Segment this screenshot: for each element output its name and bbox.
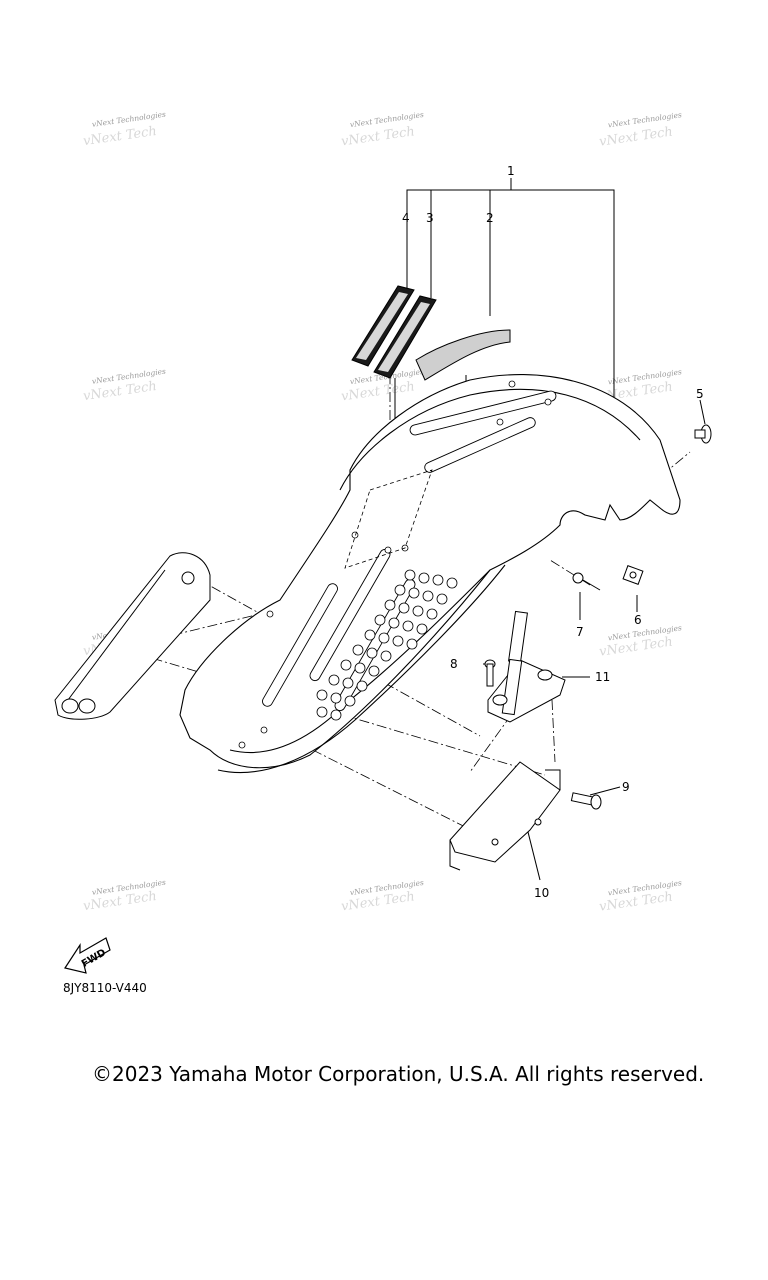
label-position-outline: [344, 469, 433, 569]
callout-9: 9: [622, 780, 630, 794]
callout-6: 6: [634, 613, 642, 627]
bracket-10: [449, 761, 561, 871]
diagram-code: 8JY8110-V440: [63, 981, 147, 995]
copyright-notice: ©2023 Yamaha Motor Corporation, U.S.A. A…: [92, 1062, 705, 1086]
callout-7: 7: [576, 625, 584, 639]
fwd-arrow-icon: FWD: [64, 937, 111, 974]
swingarm-stay: [54, 552, 211, 720]
bolt-9: [570, 792, 602, 810]
callout-2: 2: [486, 211, 494, 225]
callout-4: 4: [402, 211, 410, 225]
callout-labels: 1 2 3 4 5 6 7 8 9 10 11: [402, 164, 704, 900]
callout-8: 8: [450, 657, 458, 671]
clip-nut-6: [622, 565, 644, 585]
callout-5: 5: [696, 387, 704, 401]
callout-10: 10: [534, 886, 549, 900]
callout-1: 1: [507, 164, 515, 178]
bracket-11: [487, 610, 566, 723]
rear-fender: [179, 374, 681, 774]
rivet-7: [572, 572, 601, 591]
fender-decal: [415, 329, 511, 381]
bolt-5: [694, 424, 712, 444]
bolt-8: [484, 659, 496, 687]
callout-11: 11: [595, 670, 610, 684]
reflector-labels: [351, 285, 437, 379]
fender-slots: [262, 390, 557, 712]
callout-3: 3: [426, 211, 434, 225]
fender-hole-pattern: [238, 380, 552, 749]
